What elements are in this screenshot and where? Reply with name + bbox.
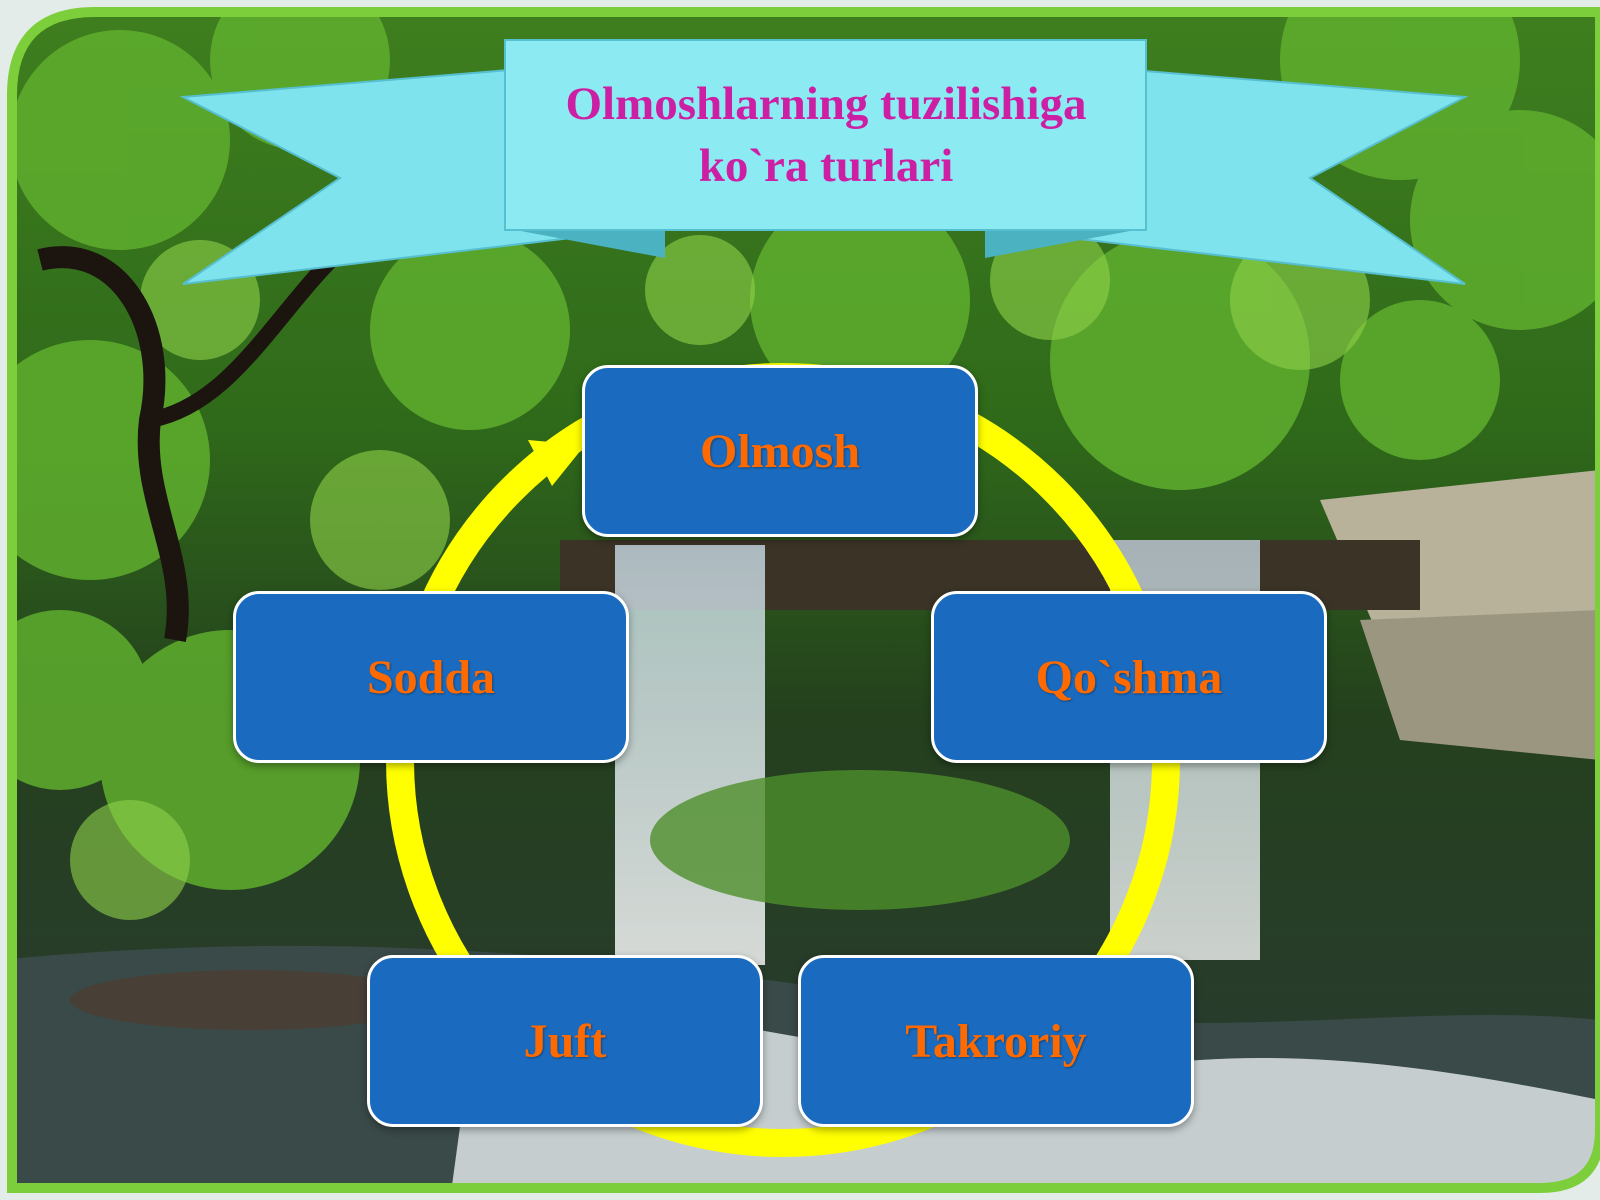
cycle-arrow-icon: [528, 440, 585, 486]
node-label: Juft: [523, 1014, 607, 1068]
node-label: Olmosh: [699, 424, 861, 478]
ribbon-banner: [179, 39, 1469, 285]
node-olmosh: Olmosh: [582, 365, 978, 537]
slide-title: Olmoshlarning tuzilishiga ko`ra turlari: [506, 42, 1146, 227]
title-line-1: Olmoshlarning tuzilishiga: [565, 77, 1087, 130]
node-qoshma: Qo`shma: [931, 591, 1327, 763]
node-label: Takroriy: [905, 1014, 1087, 1068]
title-line-2: ko`ra turlari: [698, 139, 954, 192]
node-label: Qo`shma: [1035, 650, 1223, 704]
node-juft: Juft: [367, 955, 763, 1127]
node-takroriy: Takroriy: [798, 955, 1194, 1127]
node-sodda: Sodda: [233, 591, 629, 763]
node-label: Sodda: [366, 650, 496, 704]
